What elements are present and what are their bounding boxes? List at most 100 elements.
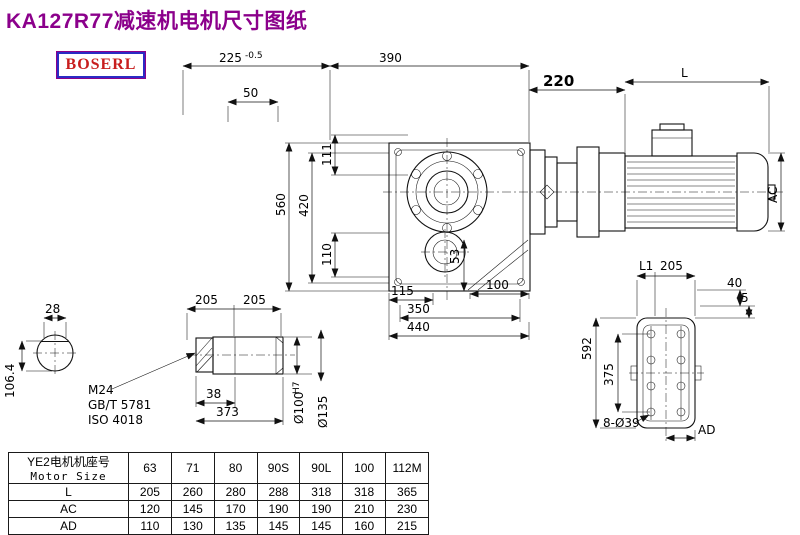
table-cell: 365	[385, 483, 429, 501]
dim-L-label: L	[681, 66, 688, 80]
dim-40-label: 40	[727, 276, 742, 290]
brand-logo-text: BOSERL	[65, 56, 137, 73]
dim-205b-label: 205	[243, 293, 266, 307]
table-cell: 318	[299, 483, 344, 501]
dim-350-label: 350	[407, 302, 430, 316]
row-label-AC: AC	[8, 500, 129, 518]
dimension-205-205: 205 205	[186, 293, 282, 340]
table-cell: 210	[342, 500, 387, 518]
dim-440-label: 440	[407, 320, 430, 334]
dimension-28: 28	[43, 302, 67, 338]
brand-logo: BOSERL	[57, 52, 145, 78]
dimension-L1-205: L1 205	[636, 259, 696, 316]
table-cell: 190	[299, 500, 344, 518]
thread-callout: M24 GB/T 5781 ISO 4018	[88, 352, 196, 427]
table-cell: 280	[213, 483, 258, 501]
dimension-373: 373	[195, 377, 284, 425]
row-label-L: L	[8, 483, 129, 501]
page-title: KA127R77减速机电机尺寸图纸	[6, 10, 308, 33]
dimension-100: 100	[469, 278, 530, 299]
dimension-111: 111	[320, 134, 408, 176]
table-cell: 205	[128, 483, 172, 501]
dim-220-label: 220	[543, 72, 574, 90]
dim-205c-label: 205	[660, 259, 683, 273]
dimension-AC: AC	[766, 152, 785, 232]
table-header-row: YE2电机机座号 Motor Size 63 71 80 90S 90L 100…	[8, 452, 429, 484]
dimension-38: 38	[195, 376, 236, 407]
table-cell: 120	[128, 500, 172, 518]
dimension-350: 350	[399, 299, 521, 322]
table-row-AC: AC 120 145 170 190 190 210 230	[8, 500, 429, 518]
table-cell: 190	[256, 500, 301, 518]
dimension-225: 225 -0.5	[182, 51, 331, 140]
table-cell: 170	[213, 500, 258, 518]
dim-L1-label: L1	[639, 259, 653, 273]
dim-28-label: 28	[45, 302, 60, 316]
dim-53-label: 53	[448, 249, 462, 264]
table-col-90L: 90L	[299, 452, 344, 484]
table-col-63: 63	[128, 452, 172, 484]
dim-375-label: 375	[602, 363, 616, 386]
motor-size-table: YE2电机机座号 Motor Size 63 71 80 90S 90L 100…	[8, 452, 429, 535]
dim-110-label: 110	[320, 243, 334, 266]
table-cell: 318	[342, 483, 387, 501]
shaft-detail-view	[33, 331, 295, 375]
dimension-110: 110	[320, 232, 389, 278]
dim-225-tolerance: -0.5	[245, 51, 263, 61]
dim-100H7-fit: H7	[292, 382, 302, 395]
dim-50-label: 50	[243, 86, 258, 100]
table-header-en: Motor Size	[30, 470, 107, 483]
flange-end-view	[629, 308, 704, 441]
table-row-L: L 205 260 280 288 318 318 365	[8, 483, 429, 501]
table-row-AD: AD 110 130 135 145 145 160 215	[8, 517, 429, 535]
table-col-90S: 90S	[256, 452, 301, 484]
dimension-AD: AD	[665, 423, 715, 442]
row-label-AD: AD	[8, 517, 129, 535]
table-col-100: 100	[342, 452, 387, 484]
thread-iso-standard: ISO 4018	[88, 413, 143, 427]
thread-gb-standard: GB/T 5781	[88, 398, 151, 412]
dimension-375: 375	[602, 333, 650, 413]
dim-106-4-label: 106.4	[3, 364, 17, 398]
table-cell: 110	[128, 517, 172, 535]
dimension-100H7: Ø100 H7	[284, 336, 312, 424]
dimension-L: L	[624, 66, 770, 152]
dim-560-label: 560	[274, 193, 288, 216]
table-cell: 130	[170, 517, 215, 535]
table-col-71: 71	[170, 452, 215, 484]
dim-115-label: 115	[391, 284, 414, 298]
table-col-80: 80	[213, 452, 258, 484]
dimension-53: 53	[448, 239, 468, 292]
dimension-50: 50	[227, 86, 279, 122]
thread-m24-label: M24	[88, 383, 114, 397]
dimension-135: Ø135	[316, 329, 330, 428]
table-cell: 135	[213, 517, 258, 535]
dim-AD-label: AD	[698, 423, 715, 437]
dim-135-label: Ø135	[316, 396, 330, 428]
table-cell: 215	[385, 517, 429, 535]
dimension-560: 560	[274, 142, 389, 292]
dim-225-label: 225	[219, 51, 242, 65]
motor-side-view	[383, 123, 784, 238]
table-cell: 230	[385, 500, 429, 518]
dim-390-label: 390	[379, 51, 402, 65]
dim-8-holes-label: 8-Ø39	[603, 416, 640, 430]
table-cell: 260	[170, 483, 215, 501]
table-cell: 145	[256, 517, 301, 535]
dim-205a-label: 205	[195, 293, 218, 307]
dim-592-label: 592	[580, 337, 594, 360]
dim-100H7-label: Ø100	[292, 392, 306, 424]
dimension-220: 220	[528, 72, 626, 152]
table-cell: 145	[170, 500, 215, 518]
dimension-440: 440	[388, 305, 530, 340]
dim-100-label: 100	[486, 278, 509, 292]
table-header-cn: YE2电机机座号	[27, 455, 110, 469]
dimension-40-5: 40 5	[695, 276, 755, 319]
dim-373-label: 373	[216, 405, 239, 419]
dimension-8-holes: 8-Ø39	[603, 414, 650, 430]
motor-fins	[627, 161, 735, 223]
dim-38-label: 38	[206, 387, 221, 401]
dim-AC-label: AC	[766, 187, 780, 203]
